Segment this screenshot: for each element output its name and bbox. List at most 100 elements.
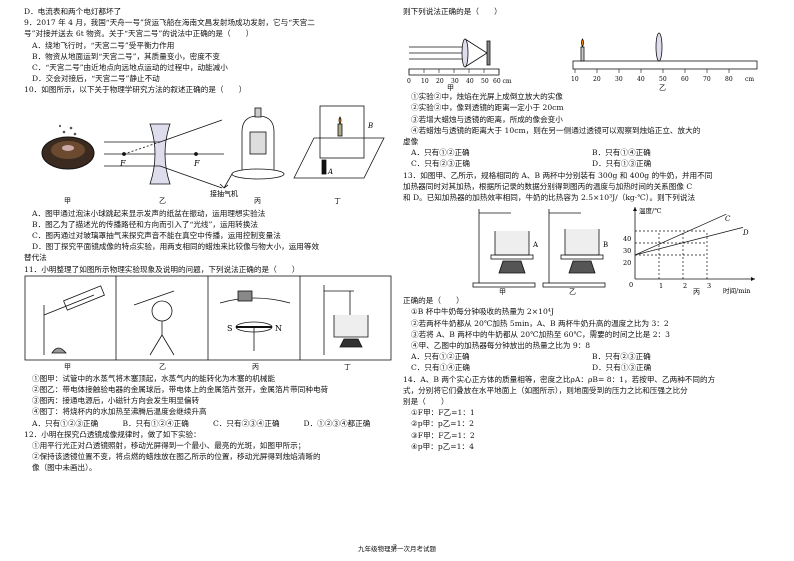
q11-stem: 11．小明整理了如图所示物理实验现象及说明的问题，下列说法正确的是（ ） xyxy=(24,264,300,274)
q10-stem: 10．如图所示，以下关于物理学研究方法的叙述正确的是（ ） xyxy=(24,85,247,95)
q12-stem: 12．小明在探究凸透镜成像规律时，做了如下实验： xyxy=(24,429,201,439)
y-tick-label: 20 xyxy=(623,259,631,267)
q12-cont-stem: 则下列说法正确的是（ ） xyxy=(403,7,502,16)
question-10: 10．如图所示，以下关于物理学研究方法的叙述正确的是（ ） xyxy=(24,84,394,263)
q11-option-a: A．只有①②③正确 xyxy=(32,418,99,428)
oersted-drawing xyxy=(219,290,291,351)
question-9: 9．2017 年 4 月，我国“天舟一号”货运飞船在海南文昌发射场成功发射，它与… xyxy=(24,17,394,84)
q12-options-row1: A．只有①②正确 B．只有①④正确 xyxy=(403,147,773,158)
q12-figure: 0 10 20 30 40 50 60 cm 10 20 30 40 50 6 xyxy=(403,17,773,93)
q11-statement: ①图甲：试管中的水蒸气将木塞顶起，水蒸气内的能转化为木塞的机械能 xyxy=(32,373,275,383)
graph-gridlines xyxy=(635,230,708,280)
q11-option-d: D．①②③④都正确 xyxy=(303,418,371,428)
q9-option-b: B．物资从地面运到“天宫二号”，其质量变小，密度不变 xyxy=(32,51,220,61)
q12-option-b: B．只有①④正确 xyxy=(592,148,651,158)
line-c-label: C xyxy=(725,215,731,223)
point-b-label: B xyxy=(367,122,373,130)
line-d-label: D xyxy=(742,229,749,237)
q13-diagram: A B 温度/℃ 时间/ xyxy=(472,206,755,295)
figure-caption: 乙 xyxy=(159,362,166,371)
q12-statement-cont: 虚像 xyxy=(403,137,419,147)
q13-statement: ③若将 A、B 两杯中的牛奶都从 20℃加热至 60℃，需要的时间之比是 2：3 xyxy=(411,329,670,339)
q13-stem-line: 13．如图甲、乙所示，规格相同的 A、B 两杯中分别装有 300g 和 400g… xyxy=(403,170,713,180)
q13-option-a: A．只有①②正确 xyxy=(411,352,470,362)
focus-label: F xyxy=(119,159,126,168)
question-13: 13．如图甲、乙所示，规格相同的 A、B 两杯中分别装有 300g 和 400g… xyxy=(403,170,773,374)
ruler2-ticks xyxy=(574,69,730,74)
q12-statement: ②实验②中，像到透镜的距离一定小于 20cm xyxy=(411,103,564,113)
electroscope-drawing xyxy=(133,290,175,356)
cup-a-label: A xyxy=(532,241,539,249)
q11-option-c: C．只有②③④正确 xyxy=(213,418,280,428)
ruler-tick: 10 xyxy=(421,78,429,85)
heater-b-drawing xyxy=(542,209,606,288)
origin-label: 0 xyxy=(629,281,633,289)
exam-title: 九年级物理第一次月考试题 xyxy=(358,545,436,553)
question-11: 11．小明整理了如图所示物理实验现象及说明的问题，下列说法正确的是（ ） xyxy=(24,264,394,429)
figure-caption: 丙 xyxy=(254,196,261,205)
boiling-drawing xyxy=(323,284,369,355)
ruler-tick: 50 xyxy=(481,78,489,85)
cup-b-label: B xyxy=(603,241,608,249)
ruler-tick: 40 xyxy=(637,76,645,83)
bell-jar-drawing xyxy=(219,107,285,188)
q12-item: 像（图中未画出）。 xyxy=(32,463,97,473)
figure-caption: 丁 xyxy=(334,196,341,205)
q8-option-d: D．电流表和两个电灯都坏了 xyxy=(24,7,122,16)
optical-bench-drawing xyxy=(572,32,758,70)
ruler-tick: 10 xyxy=(571,76,579,83)
ruler-tick: 20 xyxy=(593,76,601,83)
figure-caption: 丁 xyxy=(344,362,351,371)
y-tick-label: 40 xyxy=(623,235,631,243)
left-column: D．电流表和两个电灯都坏了 9．2017 年 4 月，我国“天舟一号”货运飞船在… xyxy=(24,6,394,474)
pump-label: 接抽气机 xyxy=(210,189,238,198)
q11-statement: ③图丙：接通电源后，小磁针方向会发生明显偏转 xyxy=(32,396,200,406)
q9-stem-line: 9．2017 年 4 月，我国“天舟一号”货运飞船在海南文昌发射场成功发射，它与… xyxy=(24,18,315,28)
figure-caption: 乙 xyxy=(659,84,666,93)
ruler1-ticks xyxy=(408,69,500,74)
q11-statement: ④图丁：将烧杯内的水加热至沸腾后温度会继续升高 xyxy=(32,407,207,417)
q12-statement: ③若增大蜡烛与透镜的距离，所成的像会变小 xyxy=(411,114,563,124)
q10-option-d-cont: 替代法 xyxy=(24,253,47,263)
q14-option: ②p甲：p乙=1：2 xyxy=(411,419,474,429)
north-label: N xyxy=(275,324,282,333)
ruler-tick: 20 xyxy=(436,78,444,85)
q12-options-row2: C．只有②③正确 D．只有①③正确 xyxy=(403,158,773,169)
heater-a-drawing xyxy=(472,209,536,288)
ruler-tick: 60 cm xyxy=(493,78,512,85)
ruler-tick: 60 xyxy=(681,76,689,83)
graph-lines xyxy=(634,214,744,256)
x-tick-label: 2 xyxy=(683,282,687,290)
q13-options-row2: C．只有①④正确 D．只有①③正确 xyxy=(403,362,773,373)
q13-statement: ②若两杯牛奶都从 20℃加热 5min，A、B 两杯牛奶升高的温度之比为 3：2 xyxy=(411,318,669,328)
figure-caption: 甲 xyxy=(64,196,71,205)
ruler-tick: 80 xyxy=(725,76,733,83)
lens-ray-drawing xyxy=(104,119,224,189)
q11-option-b: B．只有①②④正确 xyxy=(122,418,189,428)
lens-ruler-drawing xyxy=(408,38,500,76)
q10-option-d: D．图丁探究平面镜成像的特点实验，用两支相同的蜡烛来比较像与物大小，运用等效 xyxy=(32,242,320,252)
point-a-label: A xyxy=(327,168,333,176)
ruler-tick: 30 xyxy=(615,76,623,83)
focus-label: F xyxy=(193,159,200,168)
q12-item: ①用平行光正对凸透镜照射，移动光屏得到一个最小、最亮的光斑，如图甲所示； xyxy=(32,441,306,451)
q13-stem-line: 和 D。已知加热器的加热效率相同，牛奶的比热容为 2.5×10³J/（kg·℃）… xyxy=(403,193,696,203)
figure-caption: 乙 xyxy=(569,288,576,297)
q14-stem-line: 14．A、B 两个实心正方体的质量相等，密度之比ρA：ρB= 8：1，若按甲、乙… xyxy=(403,374,716,384)
ruler-tick: 40 xyxy=(466,78,474,85)
ruler-tick: 50 xyxy=(659,76,667,83)
q12-statement: ④若蜡烛与透镜的距离大于 10cm，则在另一侧通过透镜可以观察到烛焰正立、放大的 xyxy=(411,125,701,135)
q10-option-b: B．图乙为了描述光的传播路径和方向而引入了“光线”，运用转换法 xyxy=(32,219,258,229)
q12-option-a: A．只有①②正确 xyxy=(411,148,470,158)
q13-figure: A B 温度/℃ 时间/ xyxy=(403,203,773,297)
figure-caption: 丙 xyxy=(252,362,259,371)
right-column: 则下列说法正确的是（ ） 0 10 20 30 40 50 60 cm xyxy=(403,6,773,452)
q11-statement: ②图乙：带电体接触验电器的金属球后，带电体上的金属箔片张开，金属箔片带同种电荷 xyxy=(32,385,329,395)
temperature-time-graph xyxy=(633,207,755,282)
mirror-experiment-drawing xyxy=(293,105,385,179)
y-axis-title: 温度/℃ xyxy=(639,206,661,215)
q10-option-a: A．图甲通过泡沫小球跳起来显示发声的纸盆在振动，运用理想实验法 xyxy=(32,208,266,218)
q11-diagram: S N xyxy=(24,275,392,361)
q11-figure: S N 甲 乙 丙 丁 xyxy=(24,275,394,373)
q10-figure: F F 接抽气机 B A xyxy=(24,96,394,208)
